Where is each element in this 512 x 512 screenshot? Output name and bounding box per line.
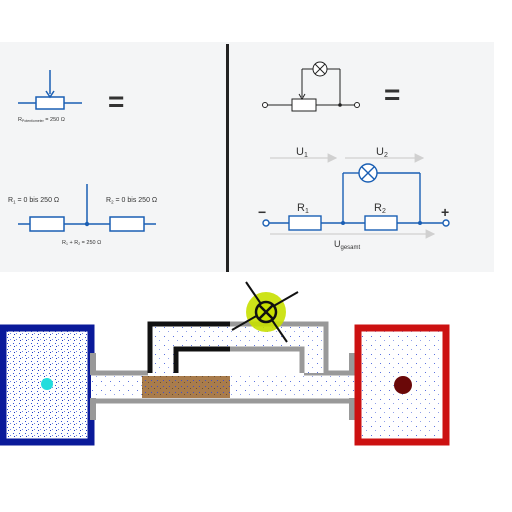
r2-label: R2 bbox=[374, 202, 386, 215]
potentiometer-resistor-2 bbox=[291, 98, 317, 112]
r1-range-label: R1 = 0 bis 250 Ω bbox=[8, 197, 59, 205]
potentiometer-resistor bbox=[35, 96, 65, 110]
plus-terminal-label: + bbox=[441, 204, 449, 220]
panel-divider bbox=[226, 44, 229, 272]
r1-resistor bbox=[29, 216, 65, 232]
right-port-dot bbox=[394, 376, 412, 394]
r1-resistor-2 bbox=[288, 215, 322, 231]
left-port-dot bbox=[41, 378, 53, 390]
top-panel-background bbox=[0, 42, 494, 272]
lamp-icon bbox=[231, 281, 299, 343]
junction-node bbox=[84, 221, 90, 227]
potentiometer-diagram bbox=[18, 70, 82, 110]
right-reservoir bbox=[354, 324, 450, 446]
r2-resistor bbox=[109, 216, 145, 232]
r2-resistor-2 bbox=[364, 215, 398, 231]
lamp-symbol-icon-2 bbox=[358, 163, 378, 183]
wiper-arrow-icon bbox=[45, 90, 55, 99]
detailed-lamp-circuit bbox=[262, 153, 450, 239]
potentiometer-lamp-circuit bbox=[262, 61, 360, 112]
lamp-symbol-icon bbox=[312, 61, 328, 77]
potentiometer-caption: RPotentiometer = 250 Ω bbox=[18, 117, 65, 123]
r1-label: R1 bbox=[297, 202, 309, 215]
minus-terminal-label: − bbox=[258, 204, 266, 220]
u-total-label: Ugesamt bbox=[334, 239, 361, 251]
sum-caption: R1 + R2 = 250 Ω bbox=[62, 240, 101, 246]
left-reservoir bbox=[0, 324, 95, 446]
water-circuit-model bbox=[0, 281, 450, 446]
equals-sign-left: = bbox=[108, 86, 124, 117]
u1-label: U1 bbox=[296, 146, 308, 159]
split-resistor-diagram bbox=[18, 184, 156, 232]
water-resistor-segment bbox=[142, 376, 230, 398]
r2-range-label: R2 = 0 bis 250 Ω bbox=[106, 197, 157, 205]
u2-label: U2 bbox=[376, 146, 388, 159]
equals-sign-right: = bbox=[384, 79, 400, 110]
